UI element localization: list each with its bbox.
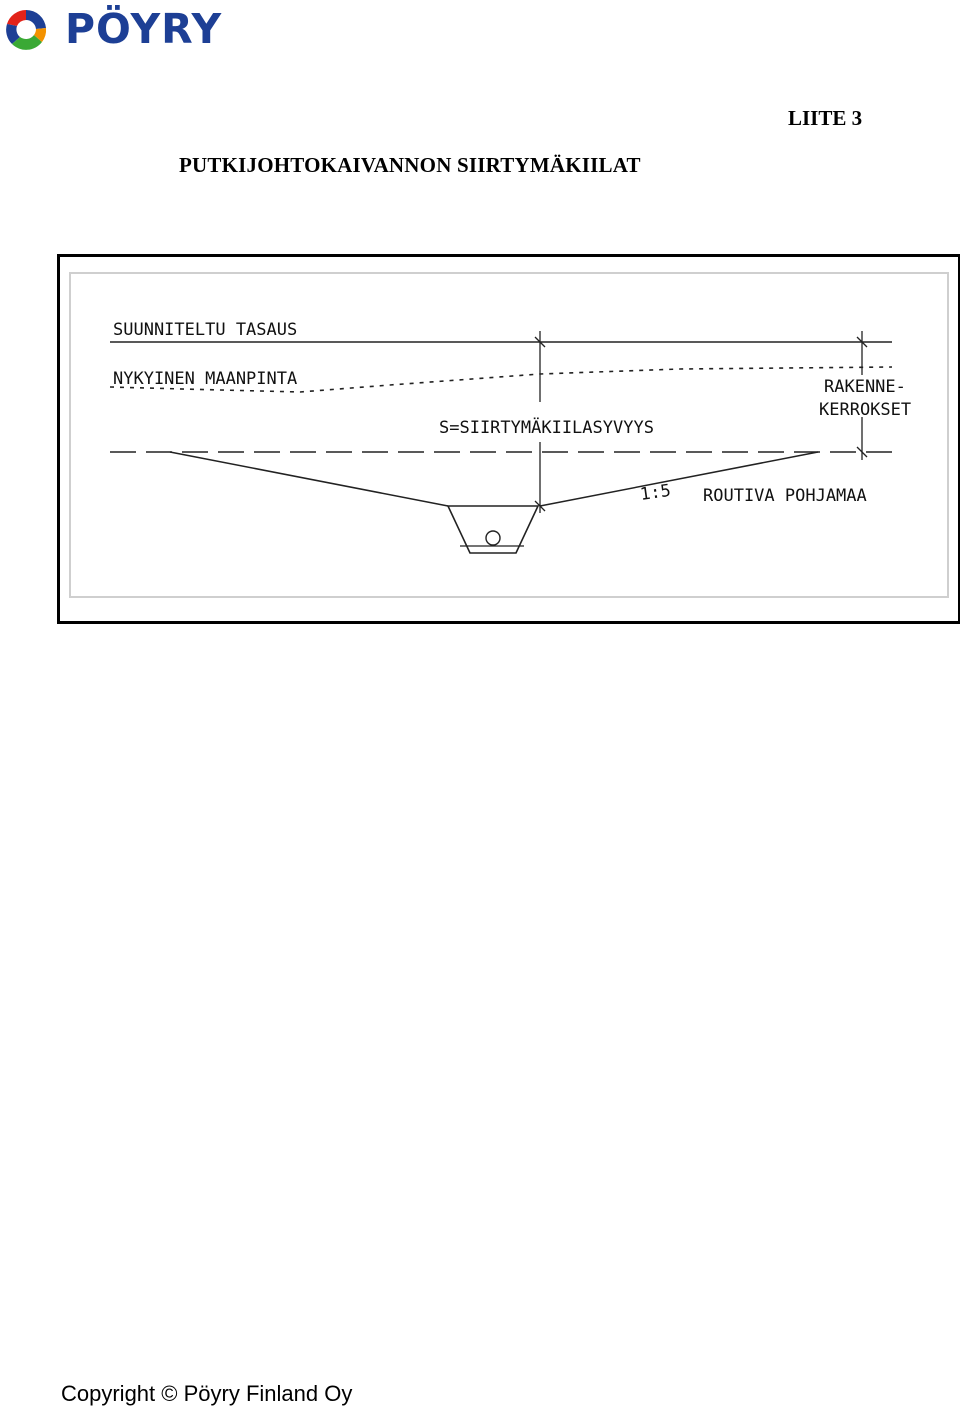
layers-tick-bottom	[856, 446, 868, 458]
logo-swirl-icon	[6, 9, 47, 50]
depth-tick-top	[534, 336, 546, 348]
slope-label: 1:5	[639, 481, 672, 505]
logo-wordmark: PÖYRY	[65, 5, 223, 53]
page-title: PUTKIJOHTOKAIVANNON SIIRTYMÄKIILAT	[179, 153, 641, 177]
existing-ground-line	[109, 366, 893, 393]
layers-label-line2: KERROKSET	[819, 400, 911, 420]
wedge-depth-label: S=SIIRTYMÄKIILASYVYYS	[439, 417, 654, 438]
design-level-label: SUUNNITELTU TASAUS	[113, 320, 297, 340]
copyright-footer: Copyright © Pöyry Finland Oy	[61, 1381, 353, 1406]
drawing-canvas: SUUNNITELTU TASAUS NYKYINEN MAANPINTA S=…	[69, 272, 949, 598]
wedge-right-slope	[539, 451, 819, 507]
wedge-left-slope	[169, 451, 449, 507]
subsoil-label: ROUTIVA POHJAMAA	[703, 486, 867, 506]
existing-ground-label: NYKYINEN MAANPINTA	[113, 369, 297, 389]
company-logo: PÖYRY	[2, 4, 247, 54]
depth-tick-bottom	[534, 500, 546, 512]
layers-tick-top	[856, 336, 868, 348]
pipe-icon	[485, 530, 501, 546]
cross-section-drawing: SUUNNITELTU TASAUS NYKYINEN MAANPINTA S=…	[57, 254, 960, 624]
appendix-label: LIITE 3	[788, 106, 863, 130]
inner-frame	[69, 272, 949, 598]
pipe-trench	[446, 505, 540, 554]
layers-label-line1: RAKENNE-	[824, 377, 906, 397]
